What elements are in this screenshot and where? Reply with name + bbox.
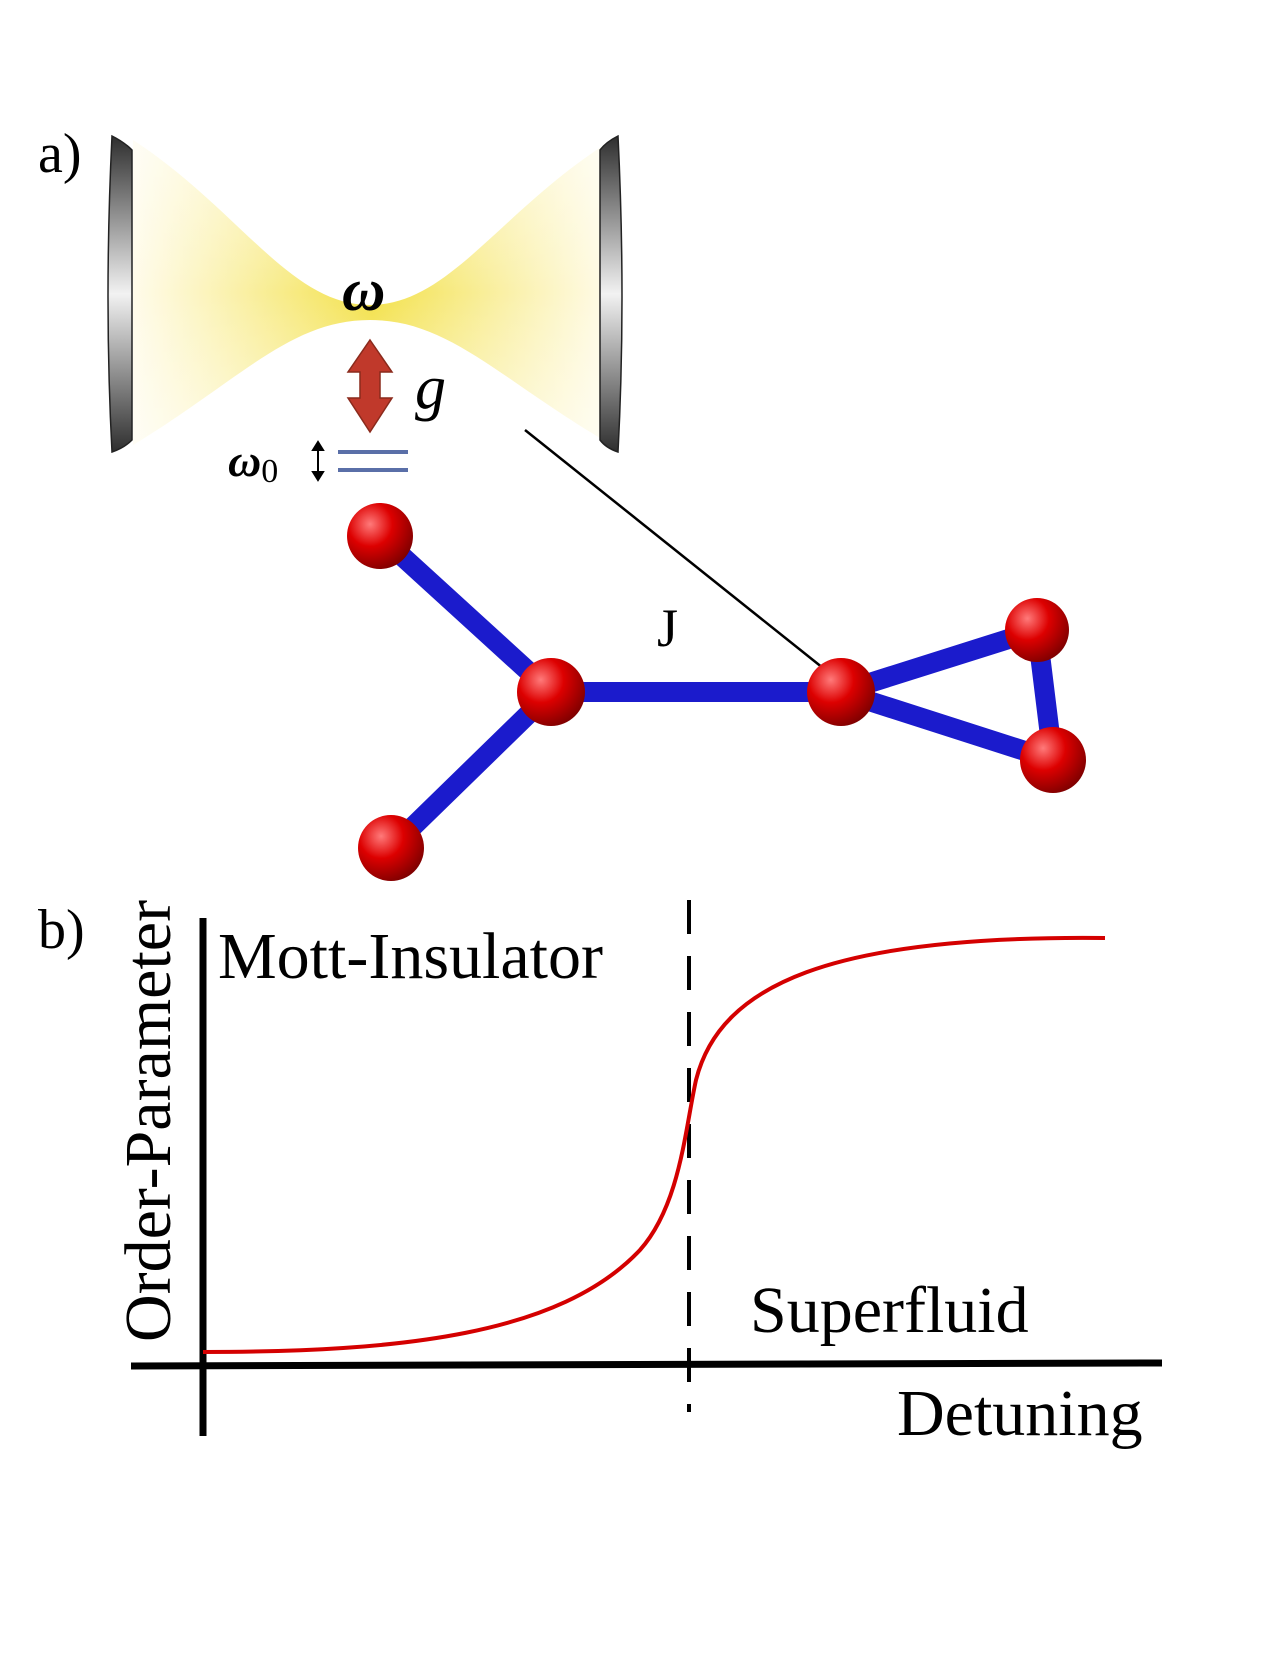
cavity-mode-symbol: ω — [342, 257, 385, 323]
lattice-node — [347, 503, 413, 569]
atom-frequency-label: ω0 — [228, 435, 278, 490]
zoom-leader-line — [524, 429, 834, 677]
level-spacing-arrow-icon — [311, 440, 325, 482]
y-axis-label: Order-Parameter — [112, 900, 185, 1342]
region-label-mott-insulator: Mott-Insulator — [218, 920, 603, 993]
x-axis — [130, 1359, 1163, 1370]
panel-b-label: b) — [38, 899, 85, 961]
atom-frequency-symbol: ω — [228, 435, 261, 486]
coupling-symbol: g — [415, 354, 446, 422]
region-label-superfluid: Superfluid — [750, 1274, 1029, 1347]
right-mirror — [599, 134, 623, 454]
atom-levels — [338, 450, 408, 472]
lattice-node — [1020, 727, 1086, 793]
coupling-arrow — [346, 338, 394, 434]
left-mirror — [107, 134, 133, 454]
order-parameter-curve — [202, 935, 1106, 1354]
lattice-node — [358, 815, 424, 881]
lattice-nodes — [347, 503, 1086, 881]
hopping-symbol: J — [657, 598, 678, 658]
atom-frequency-subscript: 0 — [261, 453, 278, 490]
lattice-node — [807, 658, 875, 726]
x-axis-label: Detuning — [897, 1377, 1143, 1450]
panel-a-label: a) — [38, 123, 82, 185]
lattice-node — [1005, 598, 1069, 662]
lattice-node — [517, 658, 585, 726]
